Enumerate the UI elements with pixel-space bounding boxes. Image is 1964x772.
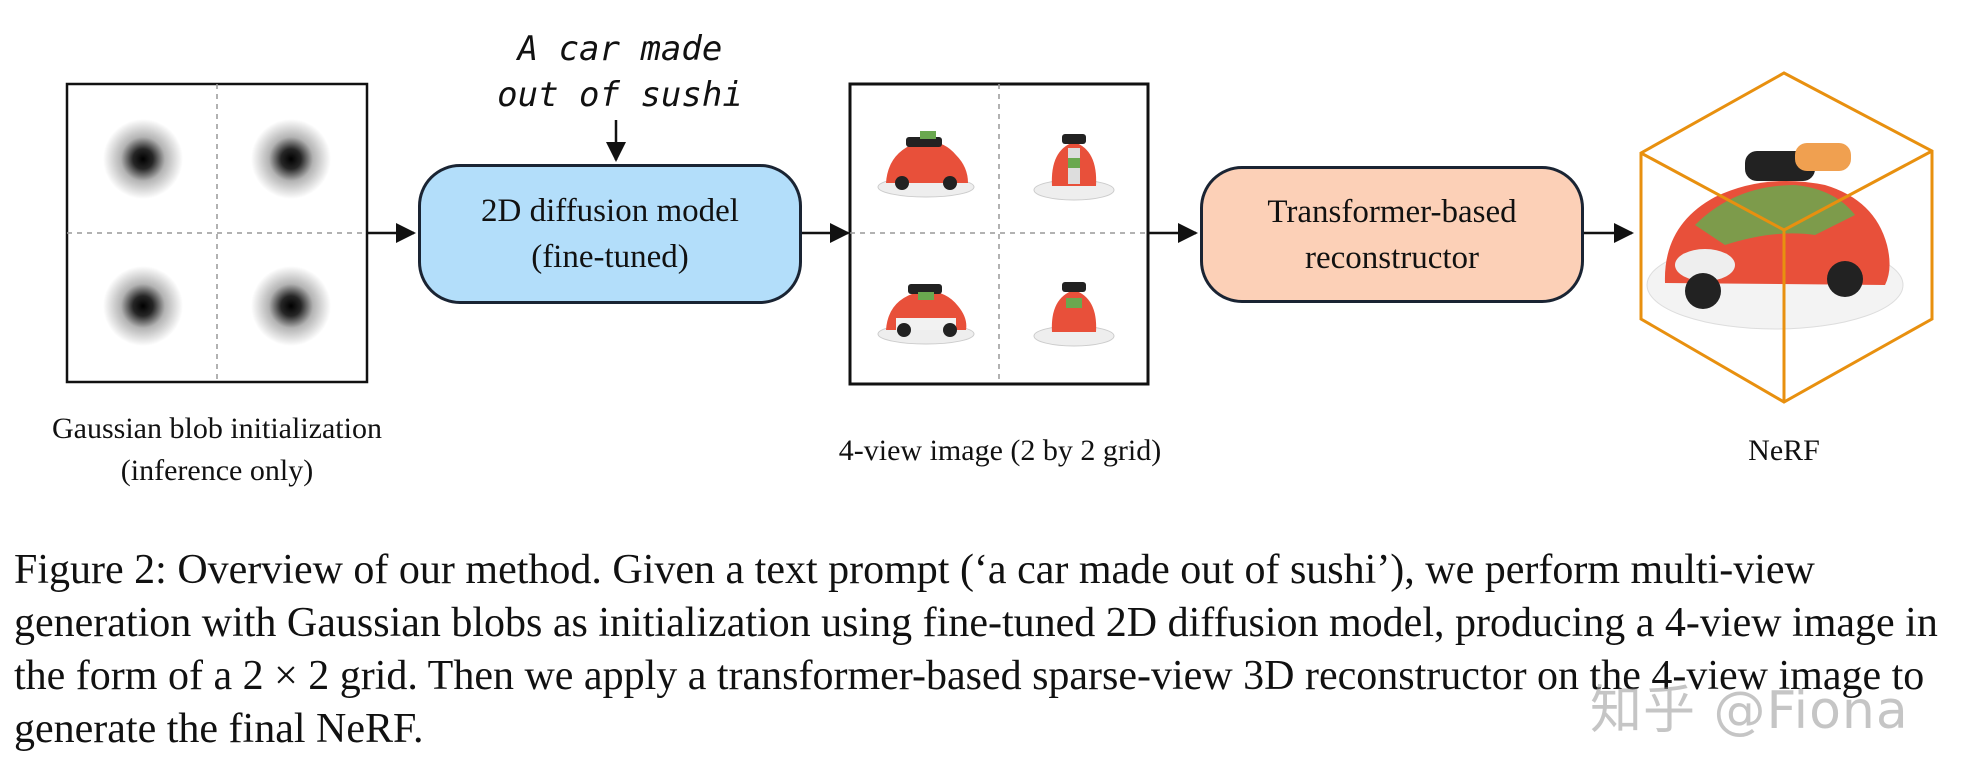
nerf-cube <box>1639 71 1934 404</box>
gaussian-label-line-2: (inference only) <box>120 454 314 487</box>
gaussian-blob <box>103 119 183 199</box>
gaussian-label-line-1: Gaussian blob initialization <box>52 412 382 445</box>
nerf-label: NeRF <box>1748 434 1820 467</box>
gaussian-blob <box>103 266 183 346</box>
four-view-panel <box>848 82 1150 386</box>
sushi-car-render <box>1646 143 1904 330</box>
watermark: 知乎 @Fiona <box>1590 681 1909 741</box>
reconstructor-box-line-1: Transformer-based <box>1267 193 1517 230</box>
text-prompt: A car made out of sushi <box>480 26 760 118</box>
sushi-car-view <box>877 131 975 198</box>
sushi-car-view <box>1033 134 1115 201</box>
pipeline-diagram <box>65 71 1934 404</box>
sushi-car-view <box>877 284 975 345</box>
diffusion-box-line-2: (fine-tuned) <box>531 239 689 275</box>
four-view-label: 4-view image (2 by 2 grid) <box>838 434 1162 467</box>
reconstructor-box-line-2: reconstructor <box>1304 239 1480 276</box>
prompt-line-2: out of sushi <box>497 75 743 115</box>
gaussian-blob <box>251 266 331 346</box>
diffusion-box-line-1: 2D diffusion model <box>481 193 739 229</box>
gaussian-blob-label: Gaussian blob initialization (inference … <box>0 408 434 492</box>
diffusion-model-box: 2D diffusion model (fine-tuned) <box>418 164 802 304</box>
prompt-line-1: A car made <box>517 29 723 69</box>
gaussian-blob <box>251 119 331 199</box>
gaussian-blob-panel <box>65 82 369 384</box>
reconstructor-box: Transformer-based reconstructor <box>1200 166 1584 303</box>
sushi-car-view <box>1033 282 1115 347</box>
figure-caption: Figure 2: Overview of our method. Given … <box>14 547 1938 752</box>
